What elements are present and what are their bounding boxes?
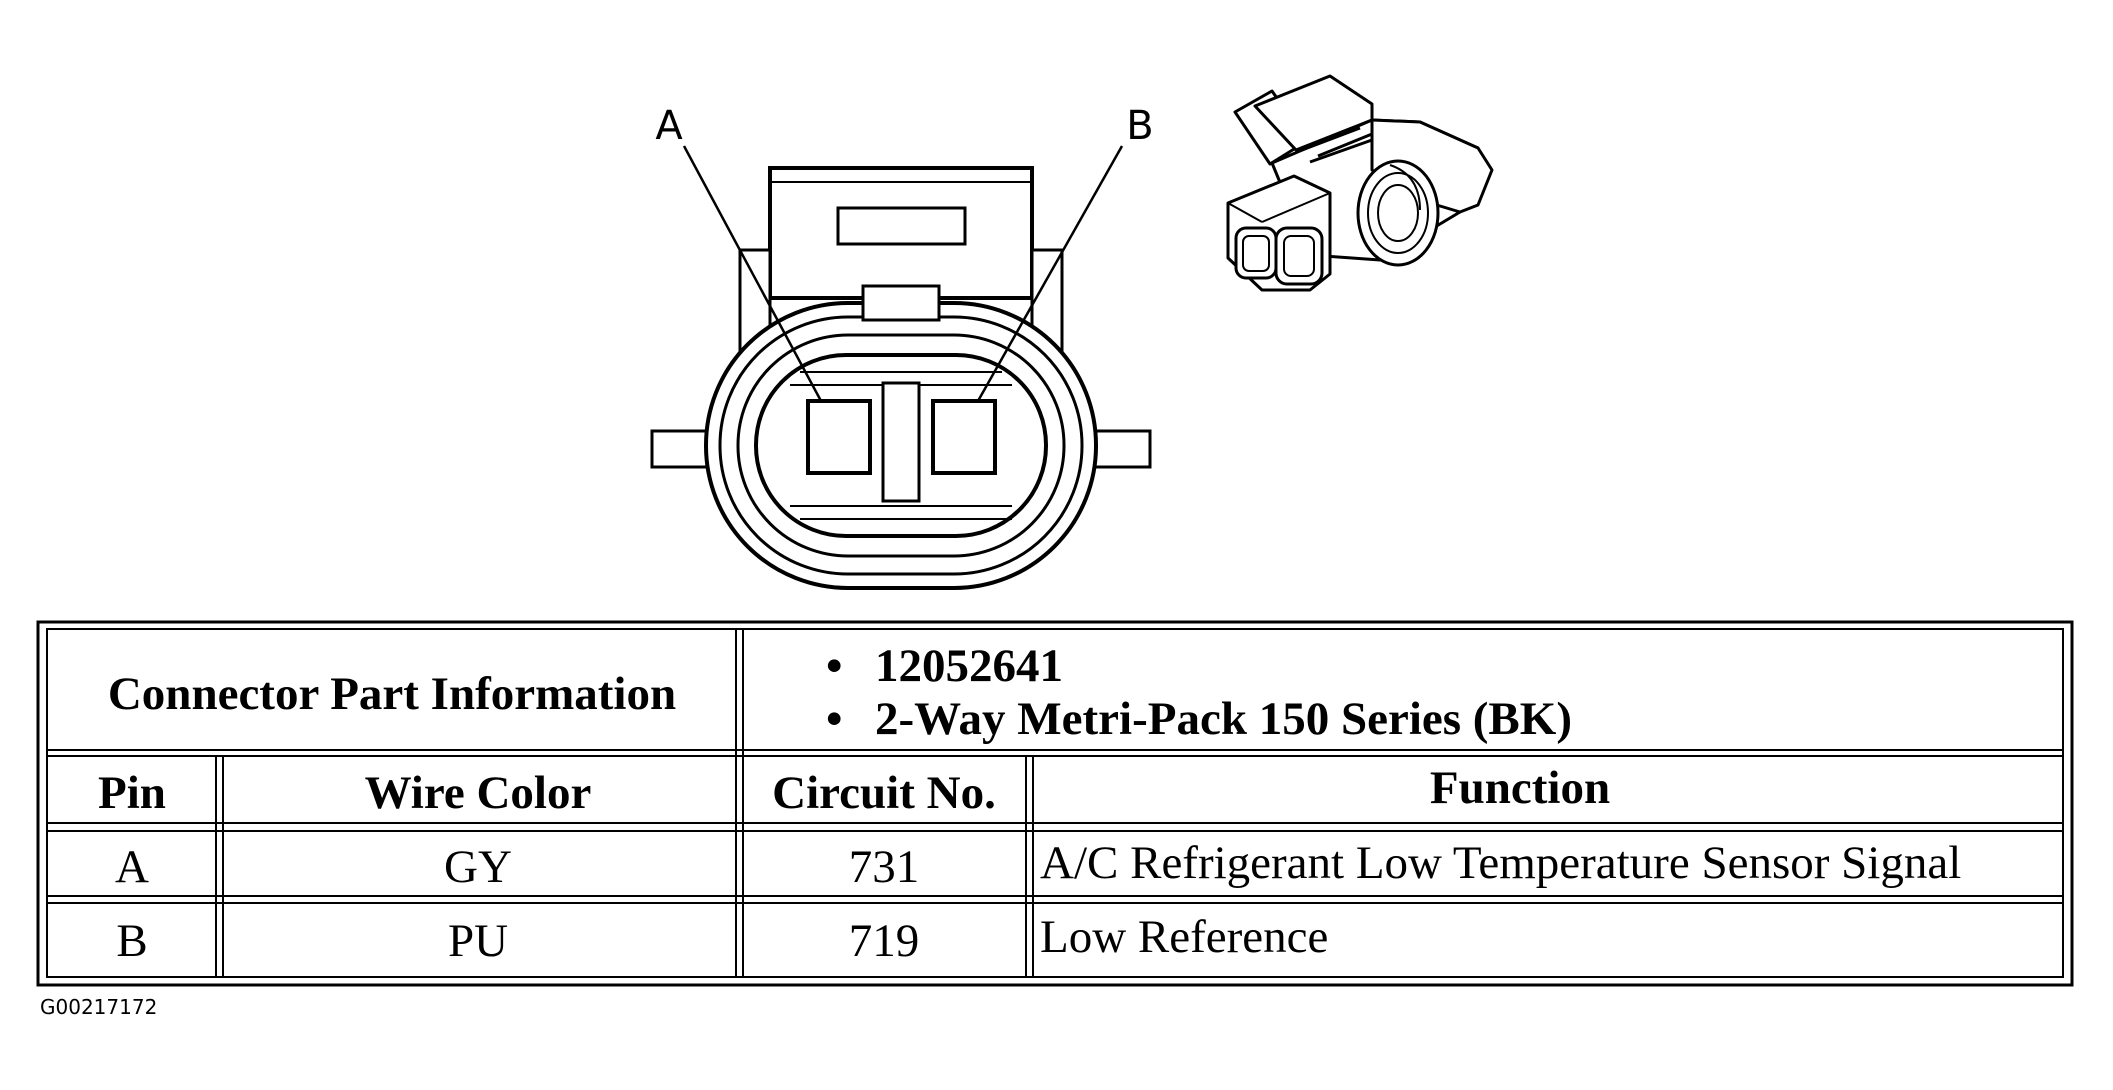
connector-center-divider [881,381,921,503]
table-row: A GY 731 A/C Refrigerant Low Temperature… [115,837,1961,893]
row-a-circuit-no: 731 [849,841,920,893]
part-info-label: Connector Part Information [108,668,676,720]
pin-a-leader-line [682,145,823,402]
connector-key-tab [861,284,941,322]
row-a-wire-color: GY [444,841,512,893]
table-row: B PU 719 Low Reference [116,911,1328,967]
header-circuit-no: Circuit No. [772,767,996,819]
part-info-bullet-2: • [826,693,842,745]
connector-series: 2-Way Metri-Pack 150 Series (BK) [875,693,1572,745]
part-number: 12052641 [875,640,1063,692]
terminal-cavity-a [806,399,872,475]
table-inner-frame [46,628,2064,978]
part-info-bullet-1: • [826,640,842,692]
connector-isometric-illustration [1226,74,1494,292]
row-b-pin: B [116,915,147,967]
connector-data-table [36,620,2074,987]
connector-face-view [650,145,1152,590]
pin-b-leader-line [976,145,1124,402]
pin-b-label: B [1126,103,1153,149]
row-a-pin: A [115,841,149,893]
pin-a-label: A [655,103,683,149]
row-a-function: A/C Refrigerant Low Temperature Sensor S… [1040,837,1961,889]
table-outer-frame [36,620,2074,987]
figure-id: G00217172 [40,995,157,1019]
header-pin: Pin [98,767,166,819]
row-b-wire-color: PU [448,915,508,967]
connector-latch-window [836,206,967,246]
row-b-function: Low Reference [1040,911,1328,963]
header-function: Function [1430,762,1610,814]
terminal-cavity-b [931,399,997,475]
row-b-circuit-no: 719 [849,915,920,967]
header-wire-color: Wire Color [365,767,592,819]
